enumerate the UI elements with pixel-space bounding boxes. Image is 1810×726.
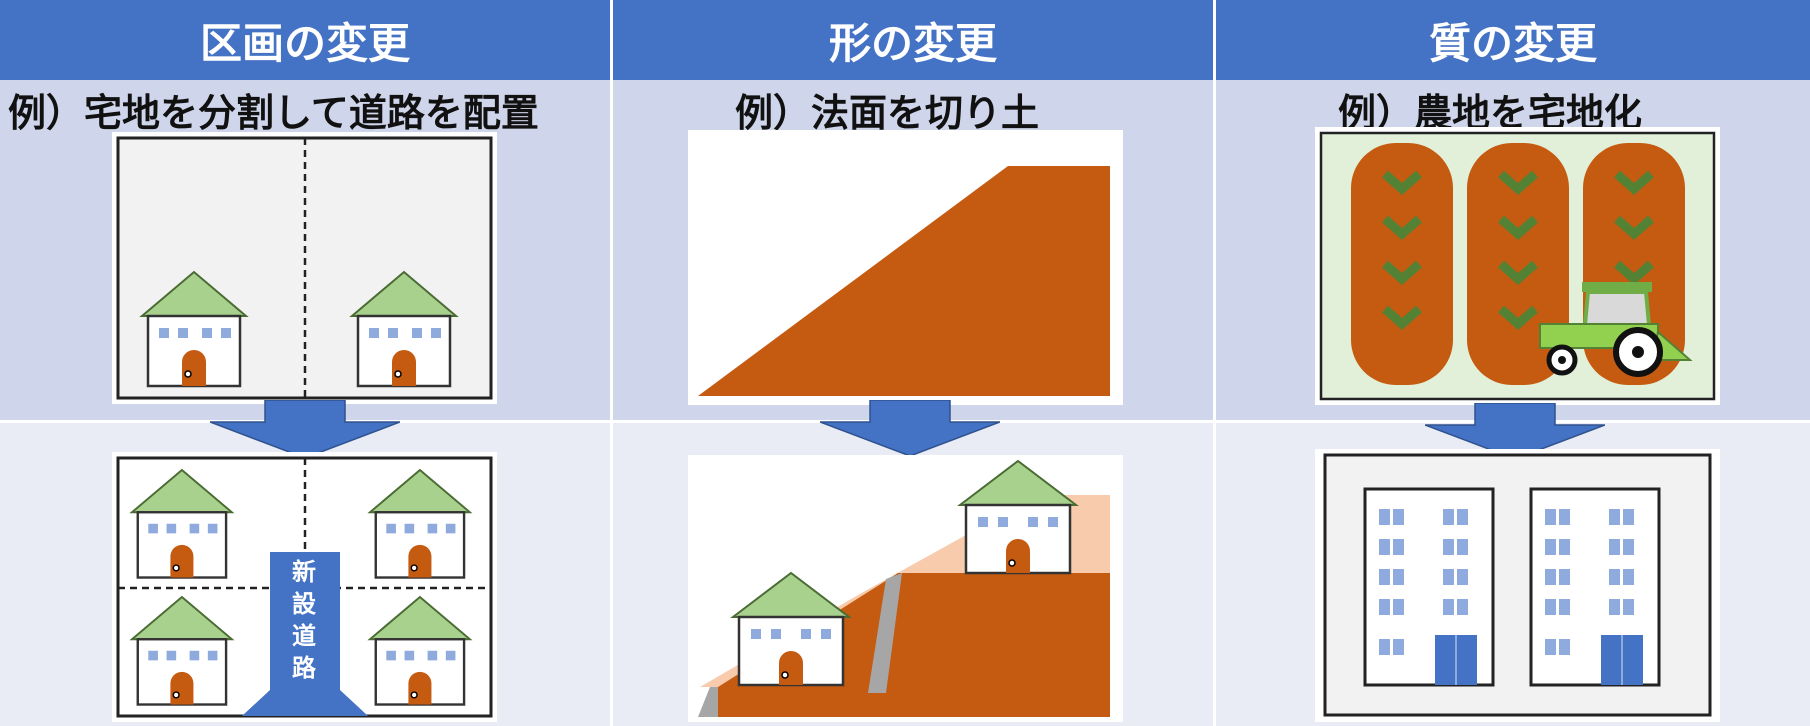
house-icon	[349, 270, 459, 388]
example-caption-quality: 例）農地を宅地化	[1338, 91, 1643, 135]
section-before-panel	[112, 132, 497, 404]
house-icon	[129, 468, 235, 579]
new-road-label: 新設道路	[292, 558, 316, 682]
slope-after-panel	[688, 455, 1123, 722]
down-arrow-icon	[820, 400, 1000, 458]
house-icon	[367, 468, 473, 579]
example-caption-shape: 例）法面を切り土	[735, 91, 1040, 135]
new-road	[242, 552, 368, 716]
house-icon	[367, 595, 473, 706]
house-icon	[139, 270, 249, 388]
building-icon	[1529, 487, 1661, 687]
column-divider	[1213, 0, 1216, 726]
column-header-shape: 形の変更	[613, 0, 1213, 80]
tractor-icon	[1539, 282, 1693, 377]
section-after-panel: 新設道路	[112, 452, 497, 722]
farmland-before-panel	[1315, 127, 1720, 405]
column-header-section: 区画の変更	[0, 0, 610, 80]
slope-icon	[698, 166, 1110, 396]
house-icon	[730, 571, 852, 687]
example-caption-section: 例）宅地を分割して道路を配置	[8, 91, 539, 135]
slope-before-panel	[688, 130, 1123, 405]
column-header-quality: 質の変更	[1216, 0, 1810, 80]
building-icon	[1363, 487, 1495, 687]
house-icon	[129, 595, 235, 706]
house-icon	[957, 459, 1079, 575]
down-arrow-icon	[1425, 403, 1605, 461]
down-arrow-icon	[210, 400, 400, 460]
column-divider	[610, 0, 613, 726]
residential-after-panel	[1315, 449, 1720, 722]
crop-icon	[1351, 143, 1453, 385]
